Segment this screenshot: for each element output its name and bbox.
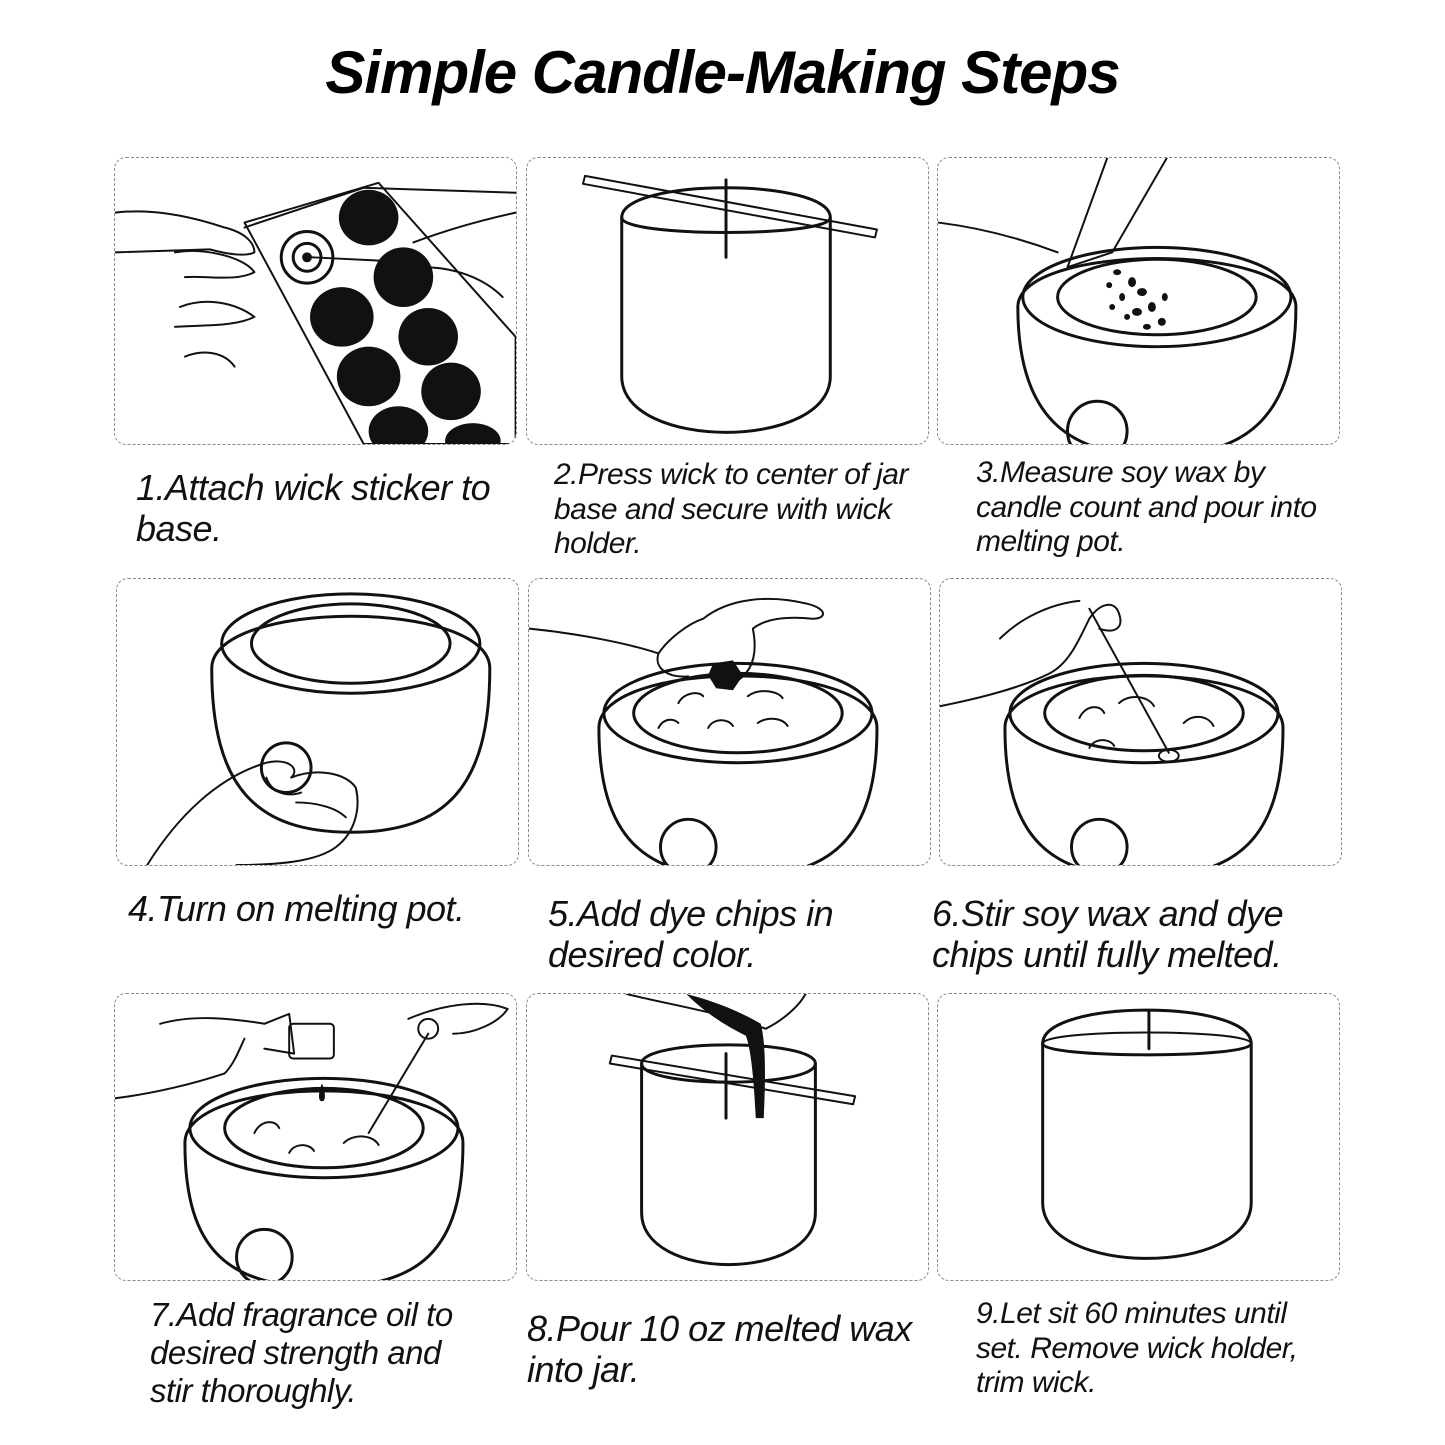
wax-pour-pot-illustration: [938, 158, 1298, 444]
stir-wax-illustration: [940, 599, 1285, 865]
melting-pot-power-illustration: [146, 592, 492, 865]
wick-sticker-illustration: [115, 181, 516, 444]
step-1-panel: [114, 157, 517, 445]
step-9-panel: [937, 993, 1340, 1281]
step-7-caption: 7.Add fragrance oil to desired strength …: [150, 1296, 453, 1409]
step-8-caption: 8.Pour 10 oz melted wax into jar.: [527, 1308, 912, 1391]
page-title: Simple Candle-Making Steps: [325, 39, 1120, 106]
step-6-panel: [939, 578, 1342, 866]
step-8-panel: [526, 993, 929, 1281]
step-3-panel: [937, 157, 1340, 445]
step-1-caption: 1.Attach wick sticker to base.: [136, 467, 491, 550]
step-6-caption: 6.Stir soy wax and dye chips until fully…: [932, 893, 1284, 976]
fragrance-oil-illustration: [115, 1002, 509, 1280]
step-9-caption: 9.Let sit 60 minutes until set. Remove w…: [976, 1297, 1298, 1399]
step-7-panel: [114, 993, 517, 1281]
dye-chips-illustration: [529, 597, 879, 865]
step-2-panel: [526, 157, 929, 445]
step-4-panel: [116, 578, 519, 866]
step-5-caption: 5.Add dye chips in desired color.: [548, 893, 834, 976]
step-2-caption: 2.Press wick to center of jar base and s…: [554, 458, 908, 560]
step-4-caption: 4.Turn on melting pot.: [128, 888, 465, 929]
step-5-panel: [528, 578, 931, 866]
finished-candle-illustration: [1041, 1008, 1253, 1260]
jar-wick-holder-illustration: [582, 174, 878, 434]
step-3-caption: 3.Measure soy wax by candle count and po…: [976, 456, 1317, 558]
pour-wax-jar-illustration: [608, 994, 857, 1267]
